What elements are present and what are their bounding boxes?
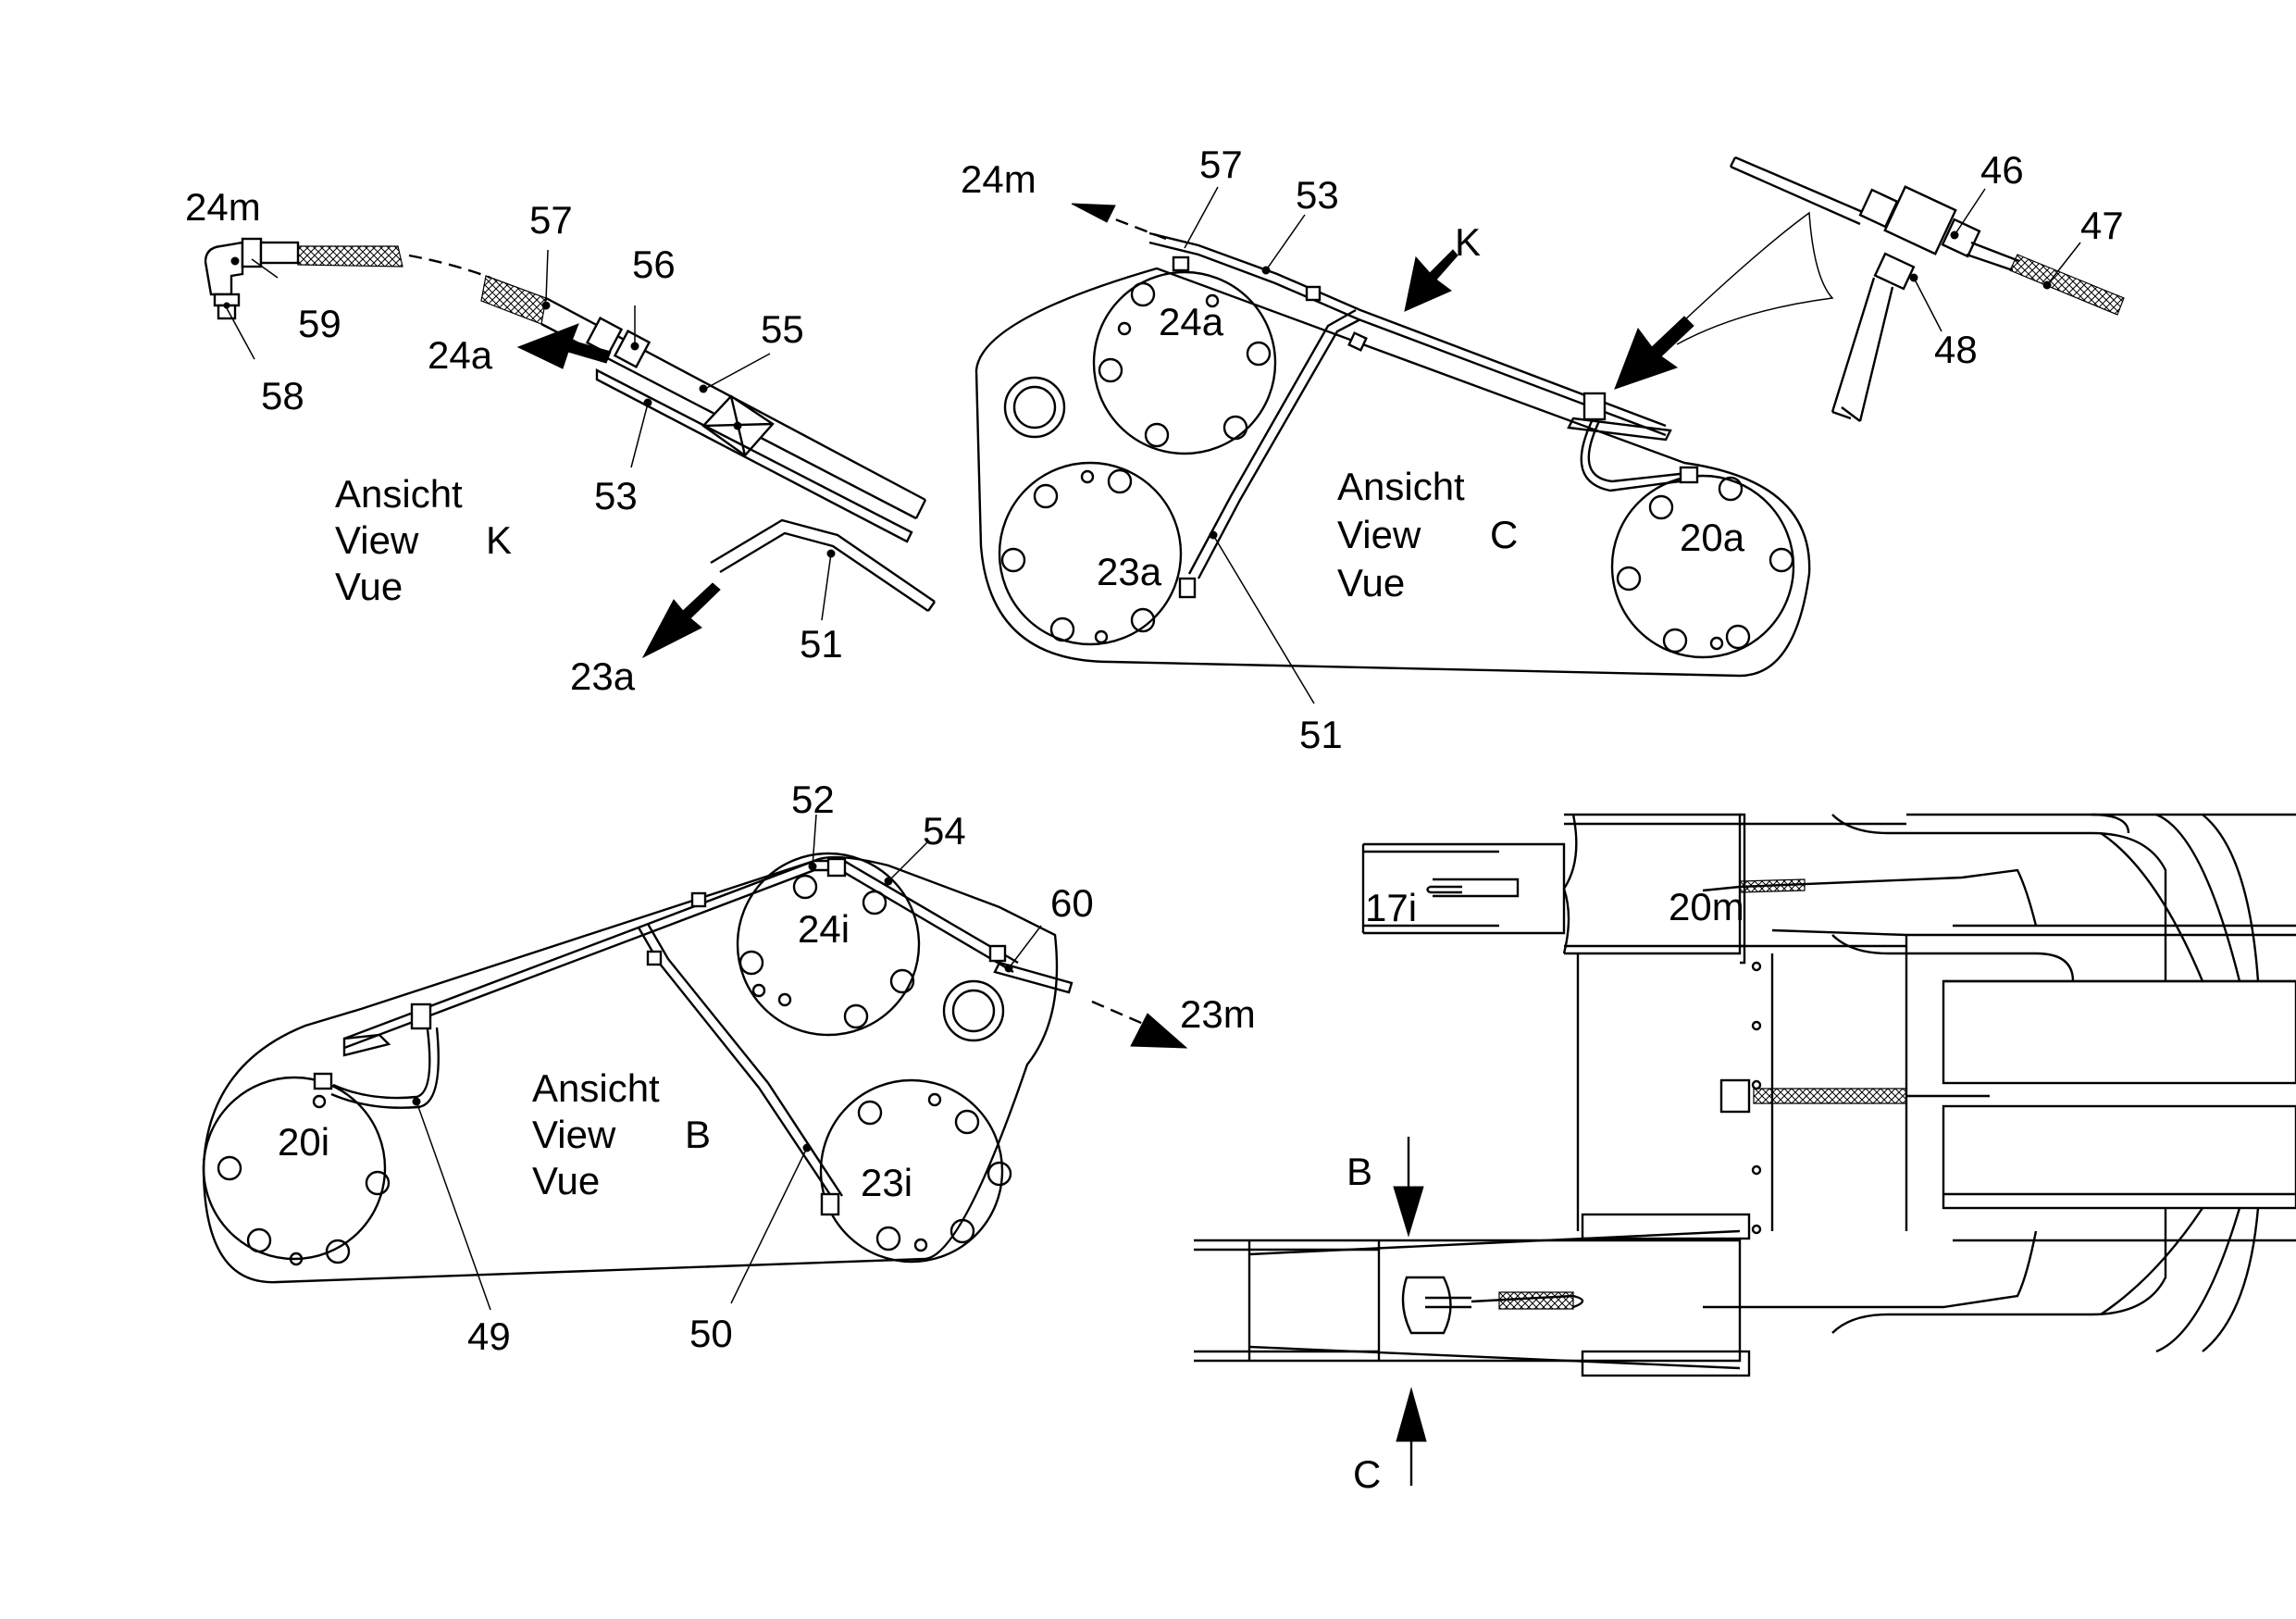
caption-line-2: View <box>1337 513 1421 556</box>
view-k: 24m 57 56 59 58 24a 55 53 23a 51 Ansicht… <box>185 185 936 698</box>
caption-line-1: Ansicht <box>335 472 463 516</box>
hose-segment <box>480 275 547 325</box>
valve-bank <box>1942 979 2296 1210</box>
ref-23a: 23a <box>570 654 636 698</box>
ref-60: 60 <box>1050 881 1094 925</box>
ref-55: 55 <box>761 307 804 351</box>
hose-segment <box>297 245 403 268</box>
caption-line-2: View <box>532 1113 616 1156</box>
direction-arrow <box>516 323 612 369</box>
bore-hole <box>942 979 1005 1042</box>
ref-50: 50 <box>689 1312 733 1355</box>
elbow-fitting <box>204 237 300 320</box>
ref-52: 52 <box>791 778 835 821</box>
ref-53: 53 <box>594 474 638 517</box>
ref-17i: 17i <box>1365 886 1417 929</box>
ref-49: 49 <box>467 1314 511 1358</box>
ref-57: 57 <box>1199 143 1243 186</box>
caption-letter: K <box>486 518 512 562</box>
centre-coupling <box>1719 1078 1751 1114</box>
ref-24m: 24m <box>185 185 261 229</box>
ref-57: 57 <box>529 198 573 242</box>
ref-51: 51 <box>1299 713 1343 756</box>
ref-B: B <box>1347 1150 1372 1193</box>
ref-23a: 23a <box>1097 550 1162 593</box>
view-arrow-b <box>1393 1186 1424 1238</box>
frame-outline <box>974 267 1811 678</box>
detail-pointer-arrow <box>1614 316 1694 390</box>
flange-23a <box>998 461 1183 646</box>
ref-56: 56 <box>632 243 676 286</box>
caption-line-3: Vue <box>532 1159 600 1202</box>
ref-K: K <box>1455 220 1481 264</box>
view-arrow-k <box>1404 249 1458 312</box>
caption-line-2: View <box>335 518 419 562</box>
caption-line-3: Vue <box>335 565 403 608</box>
frame-outline <box>202 855 1059 1284</box>
caption-line-1: Ansicht <box>532 1066 660 1110</box>
flange-24a <box>1092 270 1277 455</box>
ref-54: 54 <box>923 809 966 853</box>
ref-24a: 24a <box>1159 300 1224 343</box>
view-b: 52 54 60 23m 24i 20i 23i 49 50 Ansicht V… <box>202 778 1256 1358</box>
ref-47: 47 <box>2080 204 2124 247</box>
ref-24i: 24i <box>798 907 850 951</box>
ref-23m: 23m <box>1180 992 1256 1036</box>
direction-arrow <box>641 582 721 659</box>
flange-20i <box>202 1076 391 1266</box>
flange-23i <box>819 1078 1012 1264</box>
plan-view: 17i 20m B C <box>1194 813 2296 1496</box>
detail-46-47-48: 46 47 48 <box>1729 148 2125 422</box>
ref-53: 53 <box>1296 173 1339 217</box>
view-c: 24m 57 53 K 24a 23a 20a 51 Ansicht View … <box>961 143 1834 756</box>
flange-24i <box>736 852 921 1037</box>
view-arrow-c <box>1396 1387 1427 1442</box>
ref-C: C <box>1353 1452 1381 1496</box>
ref-20a: 20a <box>1680 516 1745 559</box>
bore-hole <box>1003 376 1066 439</box>
ref-59: 59 <box>298 302 341 345</box>
caption-line-3: Vue <box>1337 561 1405 604</box>
ref-20i: 20i <box>278 1120 329 1164</box>
ref-24m: 24m <box>961 157 1036 201</box>
ref-23i: 23i <box>861 1161 912 1204</box>
caption-line-1: Ansicht <box>1337 465 1465 508</box>
ref-51: 51 <box>800 622 843 666</box>
ref-48: 48 <box>1934 328 1978 371</box>
ref-46: 46 <box>1980 148 2024 192</box>
ref-20m: 20m <box>1669 885 1744 928</box>
caption-letter: C <box>1490 513 1518 556</box>
caption-letter: B <box>685 1113 711 1156</box>
ref-24a: 24a <box>428 333 493 377</box>
ref-58: 58 <box>261 374 304 417</box>
flange-20a <box>1610 474 1795 659</box>
